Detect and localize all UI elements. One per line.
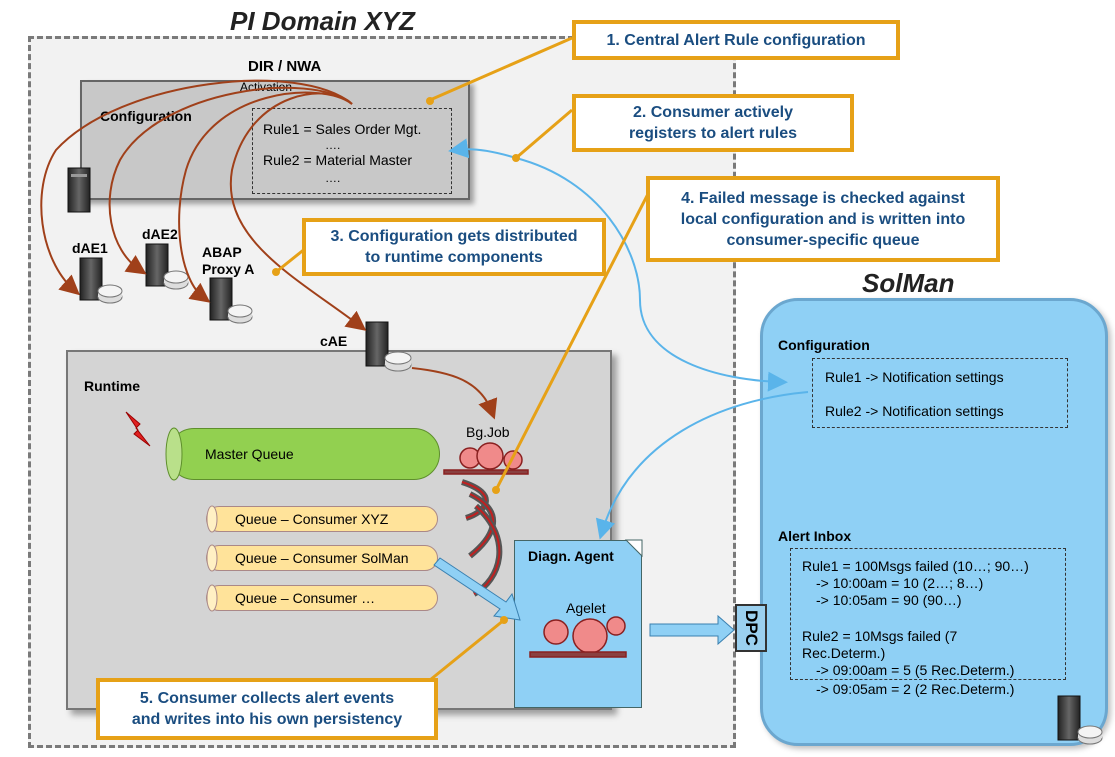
callout3-leader [275, 246, 307, 274]
callout-2-line1: 2. Consumer actively [632, 104, 794, 121]
bgjob-label: Bg.Job [466, 424, 510, 440]
dpc-box: DPC [735, 604, 767, 652]
pi-domain-title: PI Domain XYZ [230, 6, 415, 36]
alert-line-1: Rule1 = 100Msgs failed (10…; 90…) [802, 558, 1029, 574]
callout-1-text: 1. Central Alert Rule configuration [606, 31, 866, 49]
callout-3: 3. Configuration gets distributed to run… [302, 218, 606, 276]
alert-line-3: -> 10:05am = 90 (90…) [816, 592, 962, 608]
master-queue-cap-icon [165, 427, 183, 481]
dir-dots1: …. [325, 138, 341, 152]
alert-line-5: Rec.Determ.) [802, 645, 886, 661]
solman-server-icon [1057, 695, 1103, 745]
dae2-label: dAE2 [142, 226, 178, 242]
agent-to-dpc-arrow [649, 614, 735, 646]
register-arrow-dir [448, 138, 517, 159]
solman-area [760, 298, 1108, 746]
alert-line-4: Rule2 = 10Msgs failed (7 [802, 628, 958, 644]
callout-4-line3: consumer-specific queue [726, 231, 920, 249]
solman-config-box: Rule1 -> Notification settings Rule2 -> … [812, 358, 1068, 428]
callout-1: 1. Central Alert Rule configuration [572, 20, 900, 60]
dir-nwa-title: DIR / NWA [248, 58, 322, 75]
abap-label-line1: ABAP [202, 244, 242, 260]
distribution-arrow-dae1 [40, 79, 353, 296]
dir-dots2: …. [325, 171, 341, 185]
master-queue: Master Queue [168, 428, 440, 480]
dir-nwa-box [80, 80, 470, 200]
dir-configuration-label: Configuration [100, 108, 192, 124]
queue-consumer-solman: Queue – Consumer SolMan [206, 545, 438, 571]
solman-configuration-title: Configuration [778, 337, 870, 353]
alert-line-6: -> 09:00am = 5 (5 Rec.Determ.) [816, 662, 1015, 678]
config-to-agent-arrow [595, 391, 809, 540]
dae1-label: dAE1 [72, 240, 108, 256]
distribution-arrow-cae [229, 92, 367, 331]
callout-5-line2: and writes into his own persistency [131, 711, 403, 728]
dae1-server-icon [79, 257, 123, 304]
callout-2-line2: registers to alert rules [628, 125, 798, 142]
dae2-server-icon [145, 243, 189, 290]
solman-config-rule1: Rule1 -> Notification settings [825, 369, 1004, 385]
callout1-leader [429, 36, 573, 102]
alert-inbox-box [790, 548, 1066, 680]
callout-3-line1: 3. Configuration gets distributed [330, 228, 578, 245]
lightning-icon [125, 411, 151, 447]
diagnostic-agent-title: Diagn. Agent [528, 548, 614, 564]
callout-4-line1: 4. Failed message is checked against [681, 189, 965, 207]
dir-rule2: Rule2 = Material Master [263, 152, 413, 168]
callout2-leader [515, 108, 573, 160]
bgjob-gears-icon [443, 442, 529, 475]
solman-config-rule2: Rule2 -> Notification settings [825, 403, 1004, 419]
agelet-gears-icon [529, 616, 627, 658]
dir-rule1: Rule1 = Sales Order Mgt. [263, 121, 422, 137]
callout-2: 2. Consumer actively registers to alert … [572, 94, 854, 152]
alert-inbox-title: Alert Inbox [778, 528, 852, 544]
callout-4-line2: local configuration and is written into [680, 210, 966, 228]
agelet-label: Agelet [566, 600, 606, 616]
cae-server-icon [365, 321, 412, 372]
cae-to-bgjob-arrow [411, 367, 498, 420]
queue-to-agent-arrow [433, 557, 521, 621]
queue-consumer-other: Queue – Consumer … [206, 585, 438, 611]
dir-server-icon [67, 167, 91, 213]
callout4-leader [494, 189, 652, 491]
callout-5-line1: 5. Consumer collects alert events [139, 690, 395, 707]
distribution-arrow-dae2 [108, 86, 353, 275]
callout-3-line2: to runtime components [365, 249, 543, 266]
cae-label: cAE [320, 333, 348, 349]
callout-4: 4. Failed message is checked against loc… [646, 176, 1000, 262]
alert-line-2: -> 10:00am = 10 (2…; 8…) [816, 575, 984, 591]
abap-server-icon [209, 277, 253, 324]
solman-title: SolMan [862, 268, 955, 298]
alert-line-7: -> 09:05am = 2 (2 Rec.Determ.) [816, 681, 1015, 697]
abap-label-line2: Proxy A [202, 261, 255, 277]
callout-5: 5. Consumer collects alert events and wr… [96, 678, 438, 740]
register-arrow-solman [515, 157, 788, 392]
queue-consumer-xyz: Queue – Consumer XYZ [206, 506, 438, 532]
runtime-title: Runtime [84, 378, 140, 394]
callout5-leader [429, 618, 505, 682]
